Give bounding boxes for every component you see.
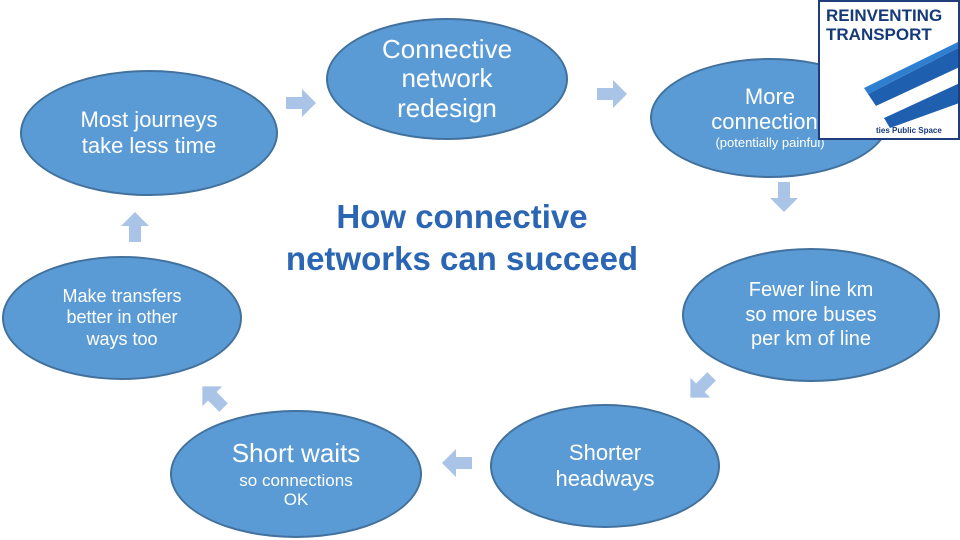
arrow-up-icon xyxy=(118,210,152,244)
node-fewer-line-km: Fewer line km so more buses per km of li… xyxy=(682,248,940,382)
arrow-left-icon xyxy=(440,446,474,480)
logo-line-1: REINVENTING xyxy=(826,6,943,25)
node-label: Shorter headways xyxy=(555,439,655,491)
reinventing-transport-logo: REINVENTING TRANSPORT ties Public Space xyxy=(818,0,960,140)
node-label: Make transfers better in other ways too xyxy=(62,285,182,349)
node-label: Short waits xyxy=(231,437,361,468)
arrow-right-icon xyxy=(284,86,318,120)
node-connective-network-redesign: Connective network redesign xyxy=(326,18,568,140)
diagram-title: How connective networks can succeed xyxy=(285,198,639,277)
arrow-down-icon xyxy=(767,180,801,214)
node-short-waits: Short waits so connections OK xyxy=(170,410,422,538)
node-sublabel: so connections OK xyxy=(239,471,353,510)
node-shorter-headways: Shorter headways xyxy=(490,404,720,528)
node-make-transfers-better: Make transfers better in other ways too xyxy=(2,256,242,380)
node-label: Most journeys take less time xyxy=(80,106,218,158)
logo-tagline: ties Public Space xyxy=(876,126,942,135)
arrow-right-icon xyxy=(595,77,629,111)
logo-line-2: TRANSPORT xyxy=(826,25,932,44)
node-most-journeys-less-time: Most journeys take less time xyxy=(20,70,278,196)
logo-stripes-icon xyxy=(864,41,958,128)
node-label: Connective network redesign xyxy=(381,34,513,123)
arrow-up-left-icon xyxy=(196,380,230,414)
node-sublabel: (potentially painful) xyxy=(715,135,825,151)
node-label: Fewer line km so more buses per km of li… xyxy=(745,279,877,351)
arrow-down-left-icon xyxy=(684,370,718,404)
node-label: More connections xyxy=(711,84,829,134)
